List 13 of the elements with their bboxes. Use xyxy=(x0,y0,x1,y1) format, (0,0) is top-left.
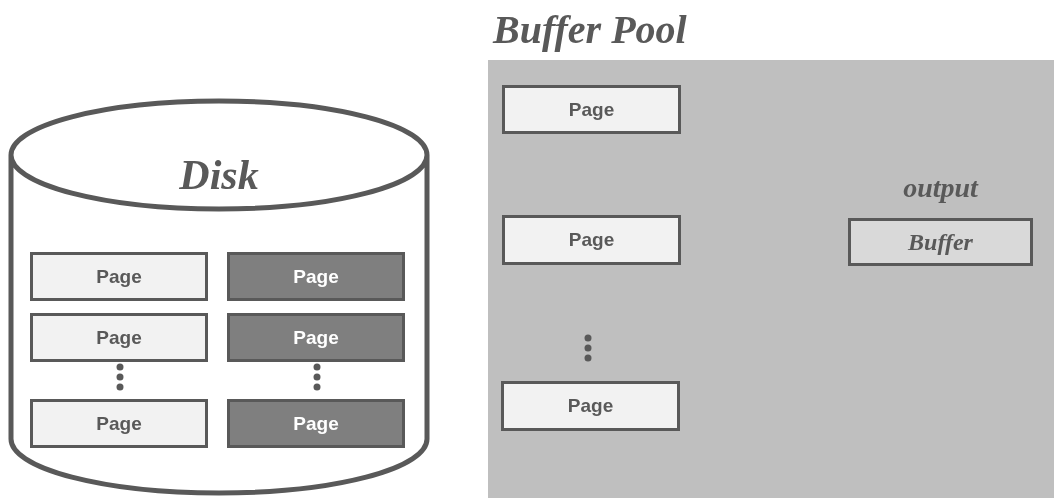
page-box: Page xyxy=(30,399,208,448)
page-box: Page xyxy=(502,215,681,265)
page-box: Page xyxy=(227,399,405,448)
page-box: Page xyxy=(501,381,680,431)
page-box: Page xyxy=(502,85,681,134)
page-box: Page xyxy=(227,252,405,301)
disk-label: Disk xyxy=(178,151,260,199)
buffer-heading: output xyxy=(902,171,980,205)
panel-title: Buffer Pool xyxy=(493,6,687,54)
page-box: Page xyxy=(30,313,208,362)
buffer-box: Buffer xyxy=(848,218,1033,266)
page-box: Page xyxy=(227,313,405,362)
page-box: Page xyxy=(30,252,208,301)
